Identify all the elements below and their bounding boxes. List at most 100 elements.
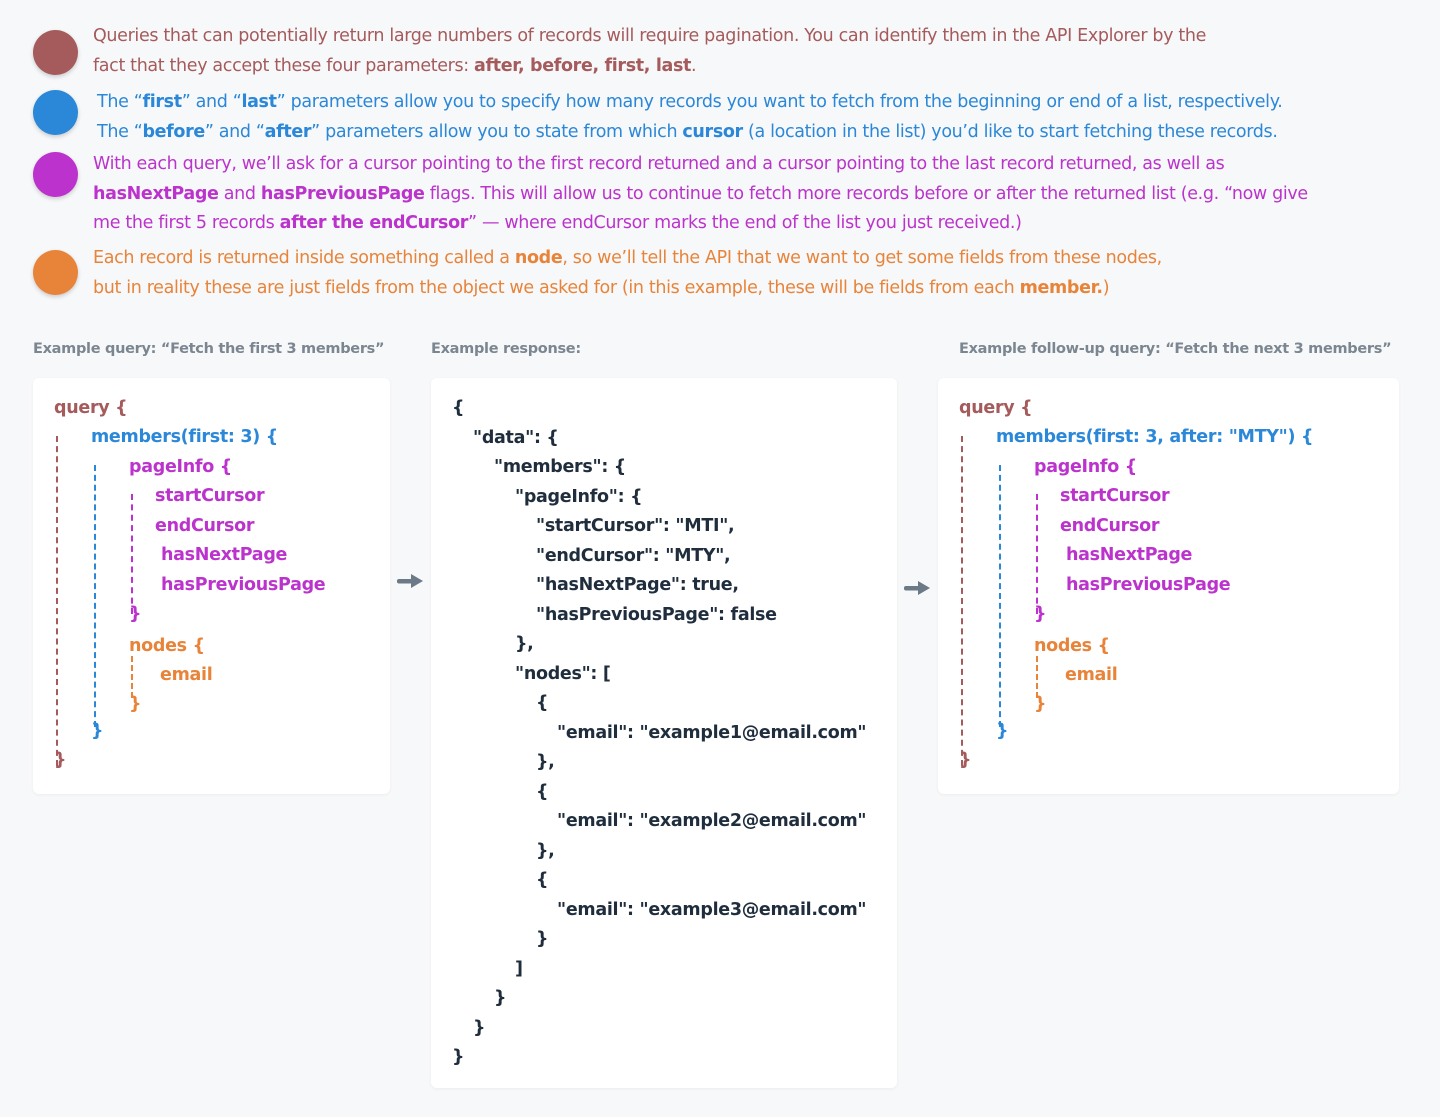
bullet-first-last: The “first” and “last” parameters allow … xyxy=(33,88,1433,150)
json-line: "nodes": [ xyxy=(515,663,611,684)
json-line: "data": { xyxy=(473,427,559,448)
json-line: "email": "example1@email.com" xyxy=(557,722,867,743)
response-code-card: { "data": { "members": { "pageInfo": { "star… xyxy=(431,378,897,1088)
json-line: } xyxy=(494,988,507,1008)
nodes-scope-line xyxy=(131,656,133,698)
followup-code-card: query { members(first: 3, after: "MTY") … xyxy=(938,378,1399,794)
query-code: query { members(first: 3) { pageInfo { s… xyxy=(54,394,326,984)
code-line: } xyxy=(129,694,142,714)
json-line: "startCursor": "MTI", xyxy=(536,516,735,536)
response-json: { "data": { "members": { "pageInfo": { "star… xyxy=(452,394,867,1073)
json-line: "email": "example2@email.com" xyxy=(557,811,867,831)
json-line: "members": { xyxy=(494,457,626,477)
bullet-line: The “before” and “after” parameters allo… xyxy=(97,121,1278,142)
code-line: endCursor xyxy=(1060,516,1160,536)
emphasis: last xyxy=(241,92,277,112)
code-line: email xyxy=(1065,665,1118,685)
bullet-text: Queries that can potentially return larg… xyxy=(93,22,1433,81)
arrow-right-icon xyxy=(904,581,930,595)
code-line: pageInfo { xyxy=(1034,457,1137,477)
json-line: "hasNextPage": true, xyxy=(536,575,739,595)
emphasis: first xyxy=(142,92,182,112)
json-line: { xyxy=(536,781,549,802)
code-line: hasPreviousPage xyxy=(1066,575,1231,595)
bullet-line: Queries that can potentially return larg… xyxy=(93,26,1207,46)
emphasis: member. xyxy=(1019,277,1103,298)
query-scope-line xyxy=(56,436,58,766)
json-line: } xyxy=(452,1047,465,1067)
code-line: members(first: 3, after: "MTY") { xyxy=(996,427,1314,447)
code-line: } xyxy=(54,750,67,770)
json-line: ] xyxy=(515,958,523,979)
explanation-list: Queries that can potentially return larg… xyxy=(33,22,1433,304)
response-caption: Example response: xyxy=(431,341,581,357)
followup-caption: Example follow-up query: “Fetch the next… xyxy=(959,341,1392,357)
pageinfo-scope-line xyxy=(1036,494,1038,614)
pageinfo-scope-line xyxy=(131,494,133,614)
json-line: "endCursor": "MTY", xyxy=(536,545,731,566)
bullet-line: Each record is returned inside something… xyxy=(93,248,1162,268)
members-scope-line xyxy=(999,465,1001,727)
code-line: hasNextPage xyxy=(161,545,288,565)
code-line: query { xyxy=(959,398,1033,418)
emphasis: node xyxy=(514,248,563,268)
emphasis: hasPreviousPage xyxy=(260,183,425,204)
bullet-line: The “first” and “last” parameters allow … xyxy=(97,92,1283,112)
arrow-right-icon xyxy=(397,574,423,588)
code-line: hasPreviousPage xyxy=(161,575,326,595)
code-line: } xyxy=(1034,604,1047,624)
followup-code: query { members(first: 3, after: "MTY") … xyxy=(959,394,1313,984)
blue-circle-icon xyxy=(33,90,78,135)
code-line: query { xyxy=(54,398,128,418)
bullet-pagination: Queries that can potentially return larg… xyxy=(33,22,1433,88)
code-line: } xyxy=(91,721,104,741)
json-line: "pageInfo": { xyxy=(515,486,643,507)
json-line: { xyxy=(536,870,549,890)
bullet-line: me the first 5 records after the endCurs… xyxy=(93,213,1022,233)
code-line: nodes { xyxy=(1034,636,1110,656)
bullet-cursors: With each query, we’ll ask for a cursor … xyxy=(33,150,1433,244)
emphasis: after the endCursor xyxy=(279,213,469,233)
code-line: startCursor xyxy=(1060,486,1170,506)
json-line: } xyxy=(473,1017,486,1038)
json-line: "email": "example3@email.com" xyxy=(557,899,867,920)
code-line: } xyxy=(1034,694,1047,714)
purple-circle-icon xyxy=(33,152,78,197)
bullet-line: fact that they accept these four paramet… xyxy=(93,55,697,76)
query-code-card: query { members(first: 3) { pageInfo { s… xyxy=(33,378,390,794)
bullet-text: With each query, we’ll ask for a cursor … xyxy=(93,150,1433,239)
json-line: }, xyxy=(536,840,555,861)
emphasis: hasNextPage xyxy=(93,183,219,204)
code-line: pageInfo { xyxy=(129,457,232,477)
bullet-text: Each record is returned inside something… xyxy=(93,244,1433,303)
json-line: "hasPreviousPage": false xyxy=(536,604,777,625)
bullet-text: The “first” and “last” parameters allow … xyxy=(97,88,1433,147)
code-line: endCursor xyxy=(155,516,255,536)
json-line: }, xyxy=(536,752,555,772)
code-line: nodes { xyxy=(129,636,205,656)
emphasis: cursor xyxy=(682,121,743,142)
code-line: } xyxy=(129,604,142,624)
bullet-line: but in reality these are just fields fro… xyxy=(93,277,1110,298)
emphasis: after, before, first, last xyxy=(474,55,692,76)
json-line: } xyxy=(536,929,549,949)
json-line: }, xyxy=(515,634,534,654)
code-line: } xyxy=(959,750,972,770)
code-line: members(first: 3) { xyxy=(91,427,278,447)
orange-circle-icon xyxy=(33,250,78,295)
code-line: } xyxy=(996,721,1009,741)
json-line: { xyxy=(536,693,549,713)
nodes-scope-line xyxy=(1036,656,1038,698)
bullet-nodes: Each record is returned inside something… xyxy=(33,244,1433,304)
code-line: startCursor xyxy=(155,486,265,506)
json-line: { xyxy=(452,398,465,418)
emphasis: after xyxy=(264,121,312,142)
bullet-line: hasNextPage and hasPreviousPage flags. T… xyxy=(93,183,1308,204)
query-caption: Example query: “Fetch the first 3 member… xyxy=(33,341,385,357)
members-scope-line xyxy=(94,465,96,727)
query-scope-line xyxy=(961,436,963,766)
emphasis: before xyxy=(142,121,205,142)
code-line: email xyxy=(160,665,213,685)
bullet-line: With each query, we’ll ask for a cursor … xyxy=(93,154,1225,174)
code-line: hasNextPage xyxy=(1066,545,1193,565)
